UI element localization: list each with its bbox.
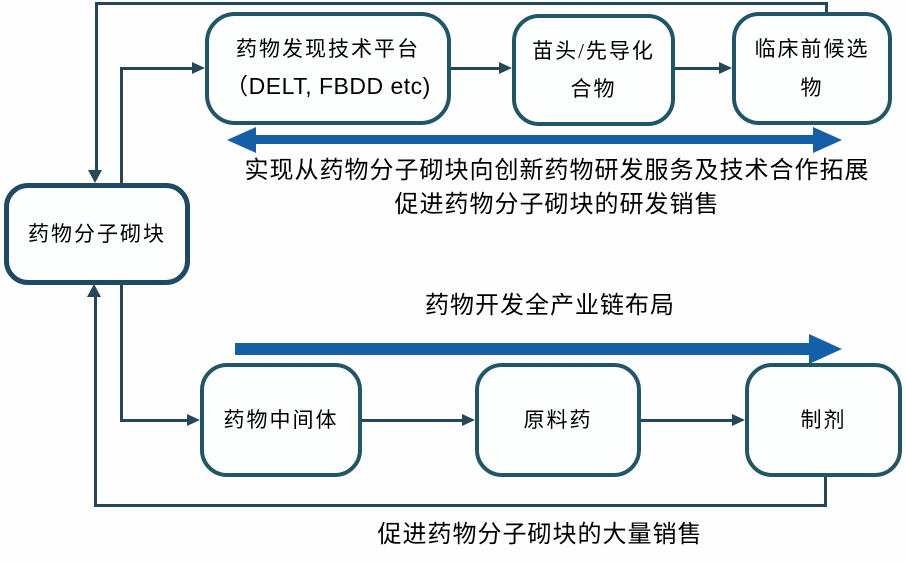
arrowhead-into-api-icon [462,414,475,426]
arrowhead-into-hitlead-icon [499,62,512,74]
box-intermediates-label: 药物中间体 [223,407,339,432]
caption-rd-expansion-line1: 实现从药物分子砌块向创新药物研发服务及技术合作拓展 [244,158,870,184]
connector-discovery-to-hitlead [450,67,500,70]
connector-top-feedback-vertical-right [825,2,828,13]
box-formulation-label: 制剂 [800,407,847,432]
box-discovery-platform-line2: （DELT, FBDD etc) [225,73,431,100]
box-preclinical-candidate-line2: 物 [800,75,824,100]
connector-source-to-discovery-horizontal [120,67,193,70]
box-api: 原料药 [475,363,641,477]
box-hit-lead-compound: 苗头/先导化 合物 [512,14,675,126]
connector-top-feedback-vertical-left [95,2,98,171]
box-formulation: 制剂 [745,363,902,477]
box-discovery-platform-line1: 药物发现技术平台 [236,36,420,61]
caption-rd-expansion-line2: 促进药物分子砌块的研发销售 [394,192,720,218]
arrowhead-down-into-source-icon [88,170,102,183]
box-source-label: 药物分子砌块 [28,221,166,246]
arrowhead-up-into-source-icon [87,284,101,297]
connector-bottom-feedback-horizontal [94,504,827,507]
box-hit-lead-line1: 苗头/先导化 [532,38,655,63]
connector-api-to-formulation [641,419,733,422]
connector-top-feedback-horizontal [95,2,828,5]
box-hit-lead-line2: 合物 [570,77,617,101]
connector-bottom-feedback-vertical-right [824,477,827,506]
connector-source-to-intermediates-horizontal [120,419,188,422]
industry-chain-arrow-head-icon [809,334,842,364]
double-arrow-bar [256,135,813,144]
box-source-building-blocks: 药物分子砌块 [4,183,190,285]
box-api-label: 原料药 [523,407,593,432]
double-arrow-left-head-icon [227,127,256,153]
caption-bulk-sales: 促进药物分子砌块的大量销售 [377,522,703,548]
caption-industry-chain: 药物开发全产业链布局 [425,293,675,319]
box-intermediates: 药物中间体 [200,363,362,477]
box-preclinical-candidate: 临床前候选 物 [732,12,892,125]
connector-intermediates-to-api [362,419,463,422]
double-arrow-right-head-icon [813,127,842,153]
connector-source-to-discovery-vertical [120,68,123,184]
connector-hitlead-to-candidate [675,67,720,70]
arrowhead-into-discovery-icon [192,62,205,74]
connector-source-to-intermediates-vertical [120,285,123,421]
arrowhead-into-candidate-icon [719,62,732,74]
industry-chain-arrow-bar [235,343,809,355]
arrowhead-into-intermediates-icon [187,414,200,426]
arrowhead-into-formulation-icon [732,414,745,426]
box-discovery-platform: 药物发现技术平台 （DELT, FBDD etc) [205,12,451,125]
connector-bottom-feedback-vertical-left [94,297,97,506]
box-preclinical-candidate-line1: 临床前候选 [754,37,870,62]
